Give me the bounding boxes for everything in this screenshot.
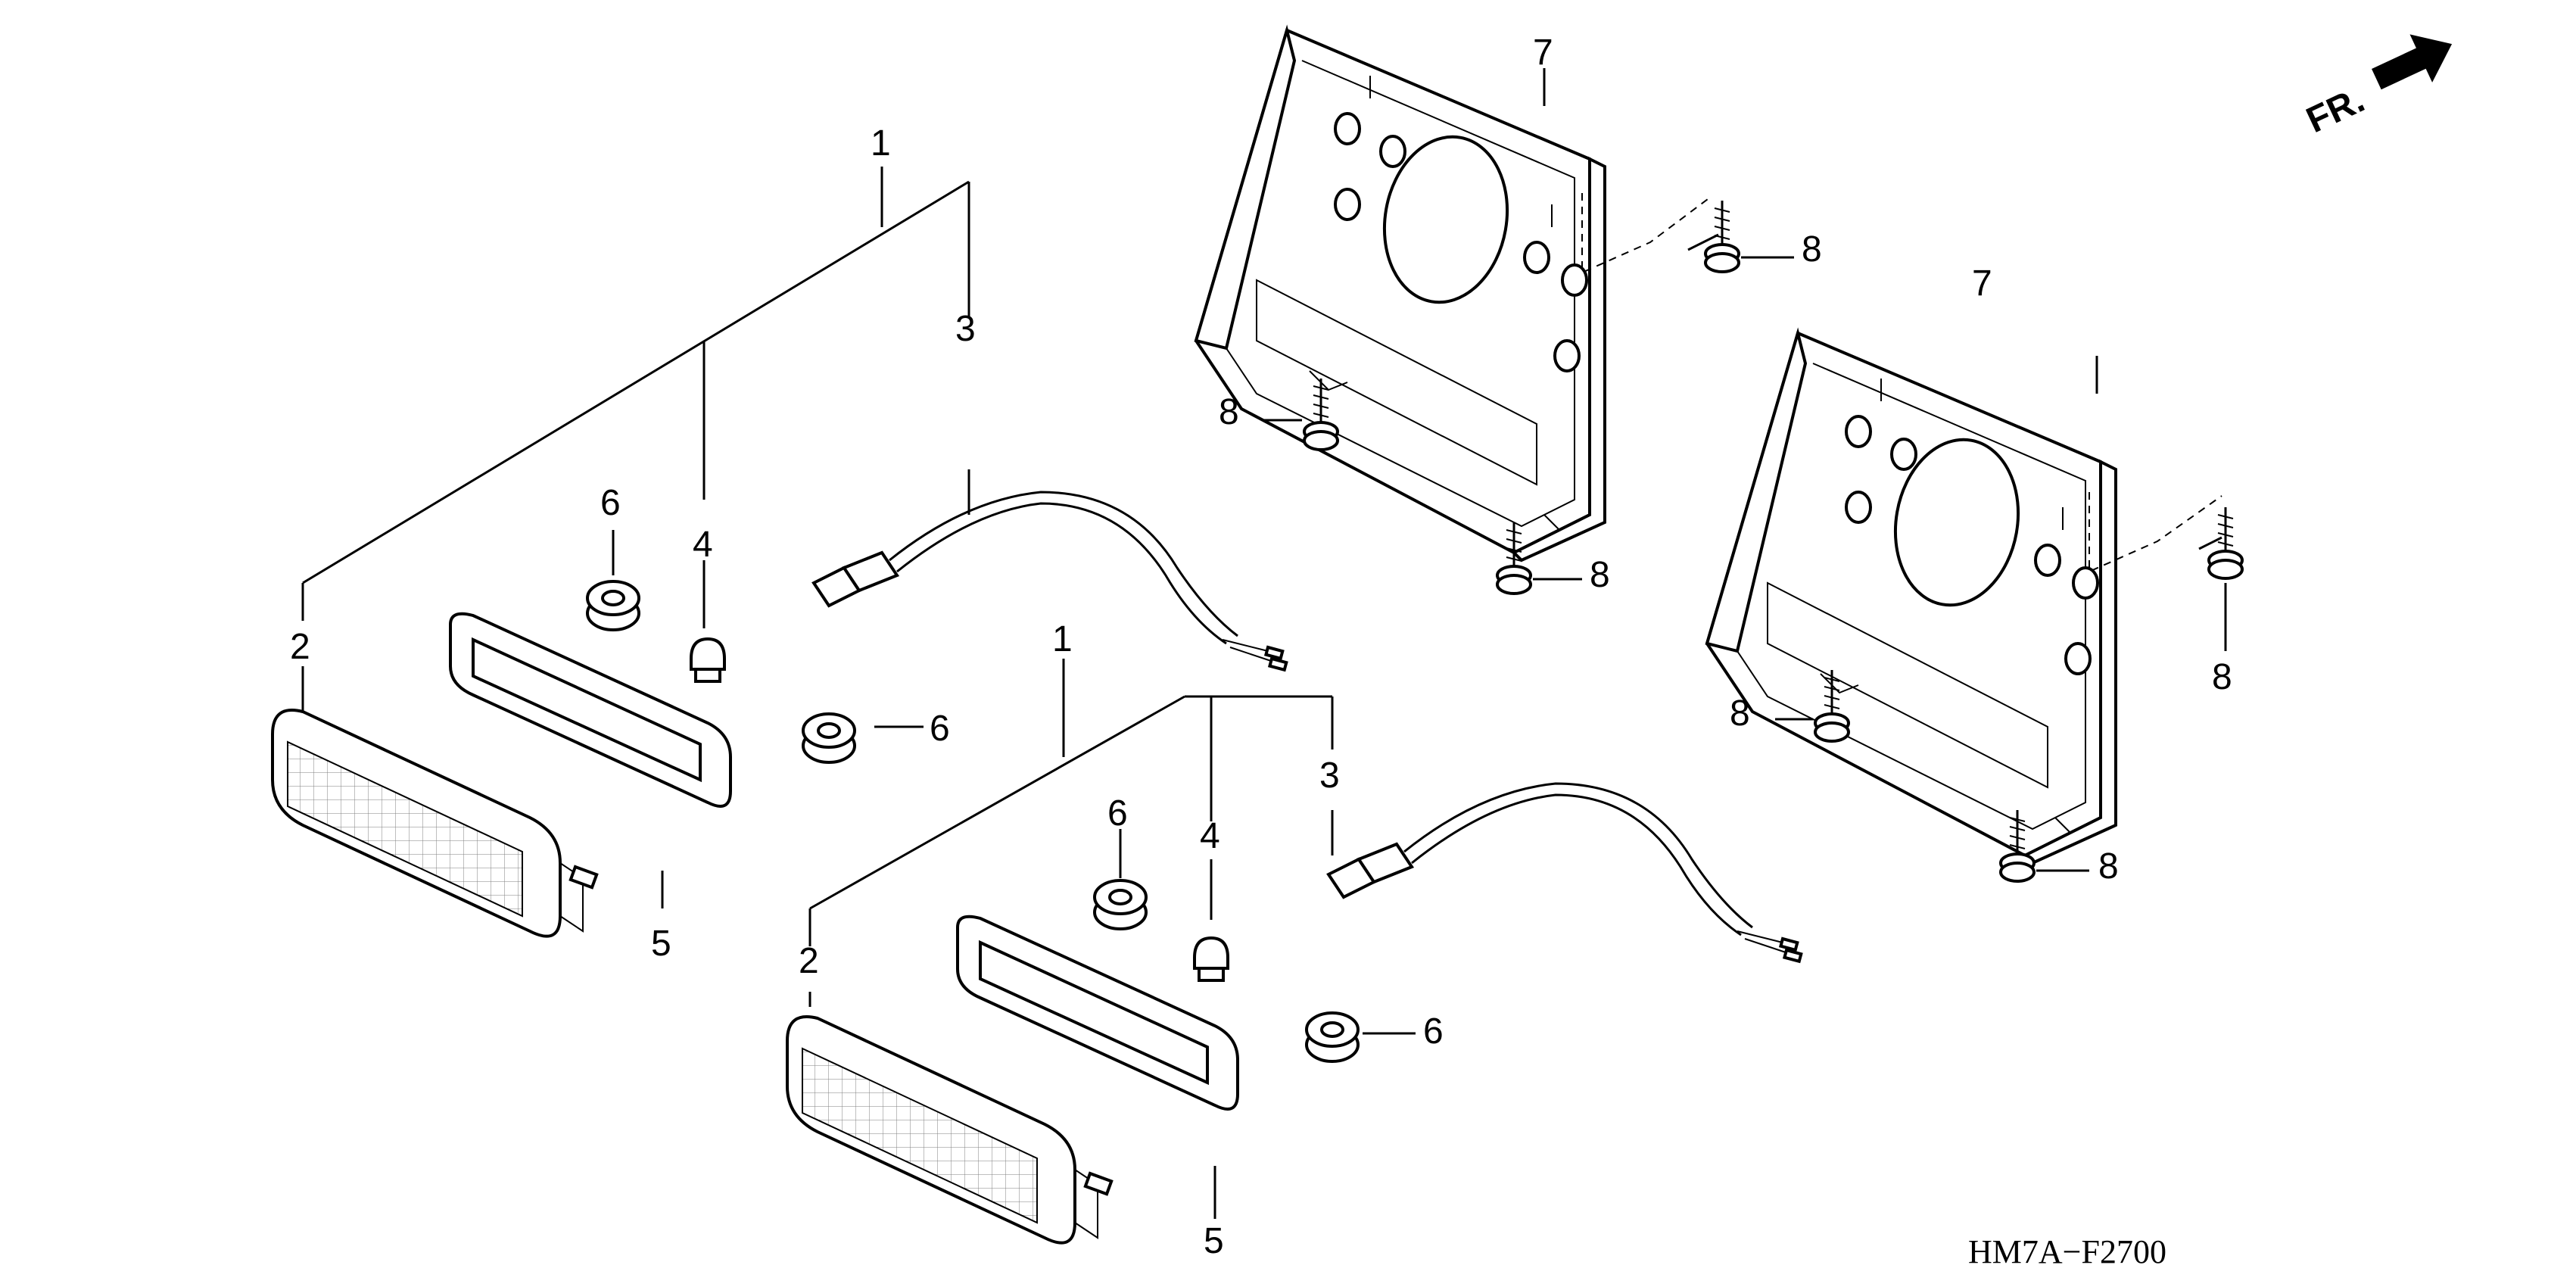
front-direction-label: FR.: [2300, 79, 2370, 141]
bracket-fastening-lines: [1543, 68, 2222, 573]
callout-3-lower: 3: [1319, 756, 1340, 796]
callout-7-lower: 7: [1972, 263, 1992, 304]
callout-7-upper: 7: [1533, 33, 1553, 73]
upper-wire-harness: [812, 491, 1288, 672]
callout-6-lower-a: 6: [1107, 793, 1128, 834]
callout-8-a: 8: [1802, 229, 1822, 270]
callout-4-upper: 4: [693, 525, 713, 565]
callout-2-lower: 2: [799, 941, 819, 981]
callout-8-c: 8: [1590, 555, 1610, 595]
callout-6-upper-a: 6: [600, 483, 621, 523]
screw-lower-right: [2207, 506, 2244, 580]
callout-8-f: 8: [2098, 846, 2119, 887]
callout-6-upper-b: 6: [930, 709, 950, 749]
upper-grommet-b: [802, 712, 856, 764]
callout-8-d: 8: [2212, 657, 2232, 697]
callout-2-upper: 2: [290, 627, 310, 667]
front-direction-indicator: FR.: [2300, 34, 2453, 141]
lower-grommet-b: [1305, 1011, 1360, 1063]
callout-5-lower: 5: [1204, 1221, 1224, 1261]
upper-gasket: [449, 612, 732, 808]
lower-assembly-leaders: [808, 659, 1416, 1219]
callout-8-b: 8: [1219, 392, 1239, 432]
lower-bulb: [1193, 936, 1229, 982]
screw-leaders: [1264, 233, 2227, 872]
lower-bracket: [1705, 332, 2117, 865]
callout-5-upper: 5: [651, 924, 671, 964]
diagram-code: HM7A−F2700: [1968, 1233, 2166, 1270]
callout-1-upper: 1: [871, 123, 891, 164]
lower-wire-harness: [1327, 782, 1803, 963]
upper-assembly-leaders: [301, 167, 970, 908]
screw-upper-right: [1704, 199, 1740, 273]
callout-3-upper: 3: [955, 309, 976, 349]
upper-grommet-a: [586, 580, 640, 631]
lower-grommet-a: [1093, 879, 1148, 930]
upper-bulb: [690, 637, 726, 683]
callout-4-lower: 4: [1200, 816, 1220, 856]
callout-1-lower: 1: [1052, 619, 1073, 659]
callout-6-lower-b: 6: [1423, 1011, 1444, 1052]
callout-labels: 1 3 6 4 2 6 5 1 3 6 4 2 6 5 7 7 8 8 8 8 …: [290, 33, 2232, 1261]
callout-8-e: 8: [1730, 693, 1750, 734]
front-arrow-icon: [2372, 34, 2453, 90]
upper-lamp-lens: [271, 709, 599, 938]
upper-bracket: [1195, 29, 1606, 562]
lower-lamp-lens: [786, 1015, 1114, 1245]
